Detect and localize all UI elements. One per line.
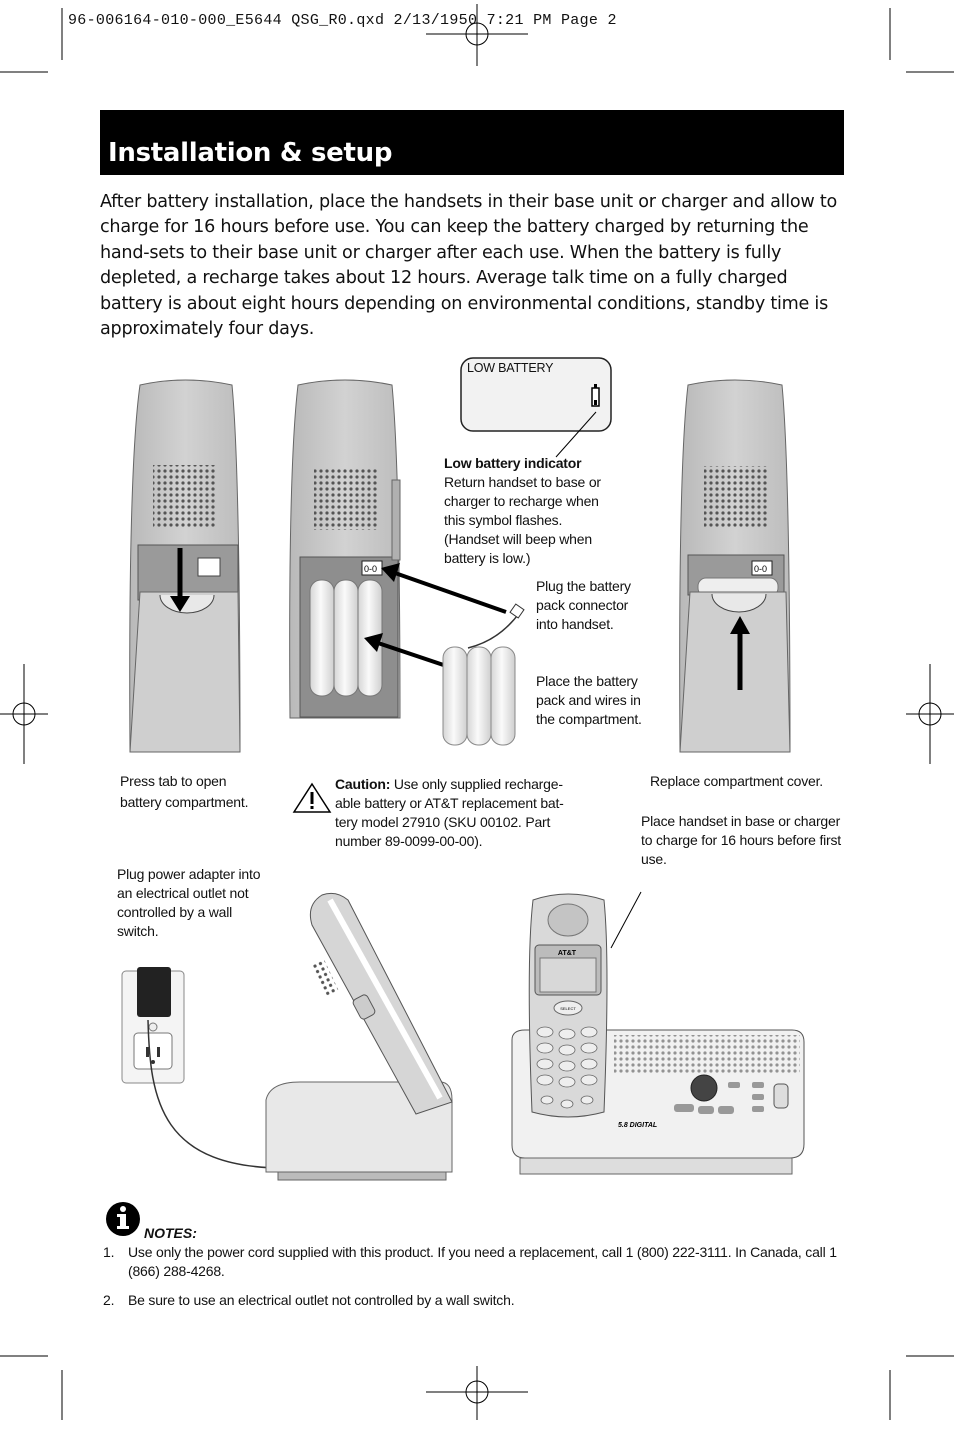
svg-text:0-0: 0-0: [364, 564, 377, 574]
plug-adapter-caption: Plug power adapter into an electrical ou…: [117, 866, 261, 939]
title-bar: Installation & setup: [100, 110, 844, 175]
wall-outlet: [121, 967, 291, 1169]
registration-mark-top: [426, 4, 528, 66]
intro-paragraph: After battery installation, place the ha…: [100, 192, 838, 340]
info-icon: [106, 1202, 140, 1236]
note-number: 2.: [103, 1292, 115, 1308]
note-text: Use only the power cord supplied with th…: [128, 1244, 837, 1279]
svg-text:0-0: 0-0: [754, 564, 767, 574]
registration-mark-bottom: [426, 1366, 528, 1420]
base-unit: AT&T SELECT 5.8 DIGITAL: [511, 891, 805, 1175]
crop-marks: [0, 8, 954, 1420]
note-item: 2. Be sure to use an electrical outlet n…: [103, 1291, 843, 1310]
note-text: Be sure to use an electrical outlet not …: [128, 1292, 515, 1308]
handset-replace-cover: 0-0: [679, 379, 791, 753]
note-number: 1.: [103, 1244, 115, 1260]
battery-pack: [442, 603, 525, 746]
lcd-display: [460, 357, 612, 458]
lcd-text: LOW BATTERY: [467, 361, 554, 375]
low-battery-heading: Low battery indicator: [444, 455, 582, 471]
page-title: Installation & setup: [108, 138, 393, 168]
digital-logo: 5.8 DIGITAL: [618, 1122, 657, 1129]
replace-cover-caption: Replace compartment cover.: [650, 773, 823, 789]
registration-mark-right: [906, 664, 954, 764]
press-tab-caption: Press tab to open battery compartment.: [120, 773, 249, 810]
place-pack-caption: Place the battery pack and wires in the …: [536, 673, 642, 727]
brand-logo: AT&T: [558, 950, 577, 957]
charger-side: [265, 892, 453, 1181]
note-item: 1. Use only the power cord supplied with…: [103, 1243, 843, 1281]
handset-press-tab: [129, 379, 241, 753]
handset-open-compartment: 0-0: [289, 379, 401, 719]
print-slug: 96-006164-010-000_E5644 QSG_R0.qxd 2/13/…: [68, 12, 617, 29]
notes-label: NOTES:: [144, 1225, 197, 1241]
registration-mark-left: [0, 664, 48, 764]
caution-text: Use only supplied recharge-able battery …: [335, 776, 564, 849]
caution-caption: Caution: Use only supplied recharge-able…: [335, 775, 575, 851]
low-battery-caption: Low battery indicator Return handset to …: [444, 454, 614, 568]
caution-icon: [292, 782, 332, 813]
place-handset-caption: Place handset in base or charger to char…: [641, 813, 841, 867]
caution-label: Caution:: [335, 776, 391, 792]
select-key-label: SELECT: [560, 1006, 576, 1011]
plug-connector-caption: Plug the battery pack connector into han…: [536, 578, 631, 632]
low-battery-body: Return handset to base or charger to rec…: [444, 474, 601, 566]
